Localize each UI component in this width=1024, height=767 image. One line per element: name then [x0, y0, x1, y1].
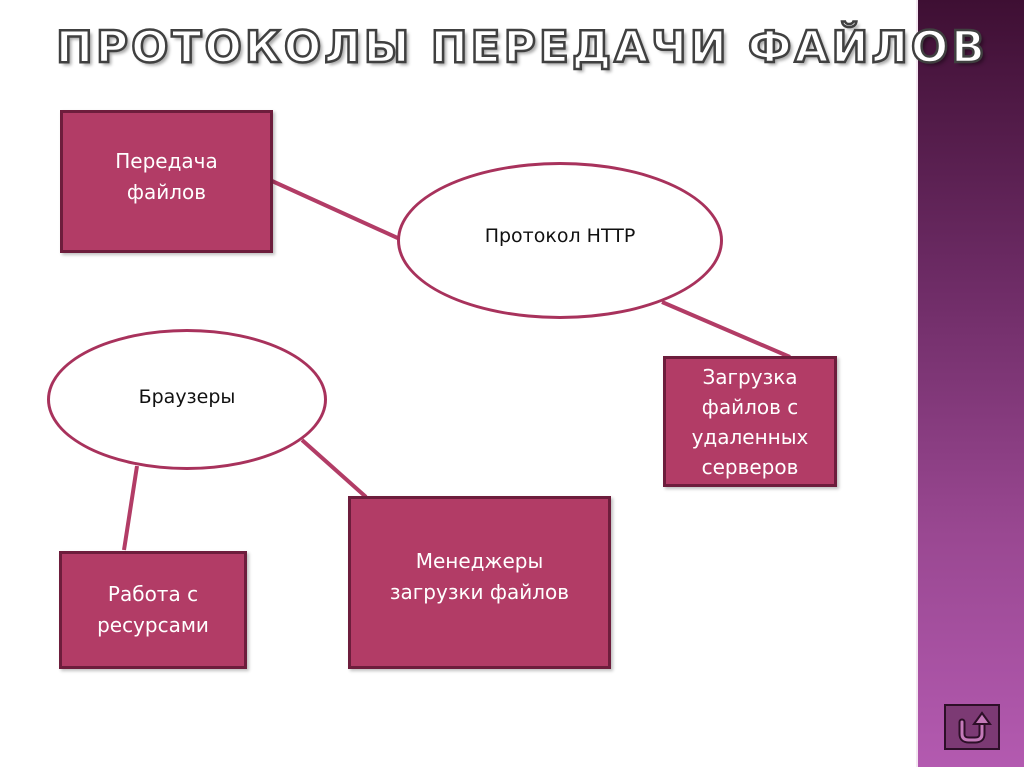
node-working-with-resources: Работа с ресурсами [59, 551, 247, 669]
connector-browsers-to-resources [122, 465, 139, 551]
return-button[interactable] [944, 704, 1000, 750]
node-file-transfer-label: Передача файлов [115, 148, 218, 204]
node-browsers-label: Браузеры [138, 385, 236, 408]
node-file-transfer: Передача файлов [60, 110, 273, 253]
connector-file-transfer-to-http [271, 179, 403, 242]
connector-http-to-remote-download [661, 300, 791, 359]
node-http-protocol-label: Протокол HTTP [484, 224, 636, 247]
slide-title: ПРОТОКОЛЫ ПЕРЕДАЧИ ФАЙЛОВ [55, 22, 988, 73]
node-remote-download-label: Загрузка файлов с удаленных серверов [691, 364, 809, 479]
connector-browsers-to-managers [300, 438, 368, 499]
node-download-managers-label: Менеджеры загрузки файлов [389, 548, 570, 604]
node-remote-download: Загрузка файлов с удаленных серверов [663, 356, 837, 487]
return-arrow-icon [958, 711, 992, 744]
node-http-protocol: Протокол HTTP [397, 162, 723, 319]
node-download-managers: Менеджеры загрузки файлов [348, 496, 611, 669]
node-working-with-resources-label: Работа с ресурсами [97, 582, 209, 637]
decorative-side-band [916, 0, 1024, 767]
node-browsers: Браузеры [47, 329, 327, 470]
